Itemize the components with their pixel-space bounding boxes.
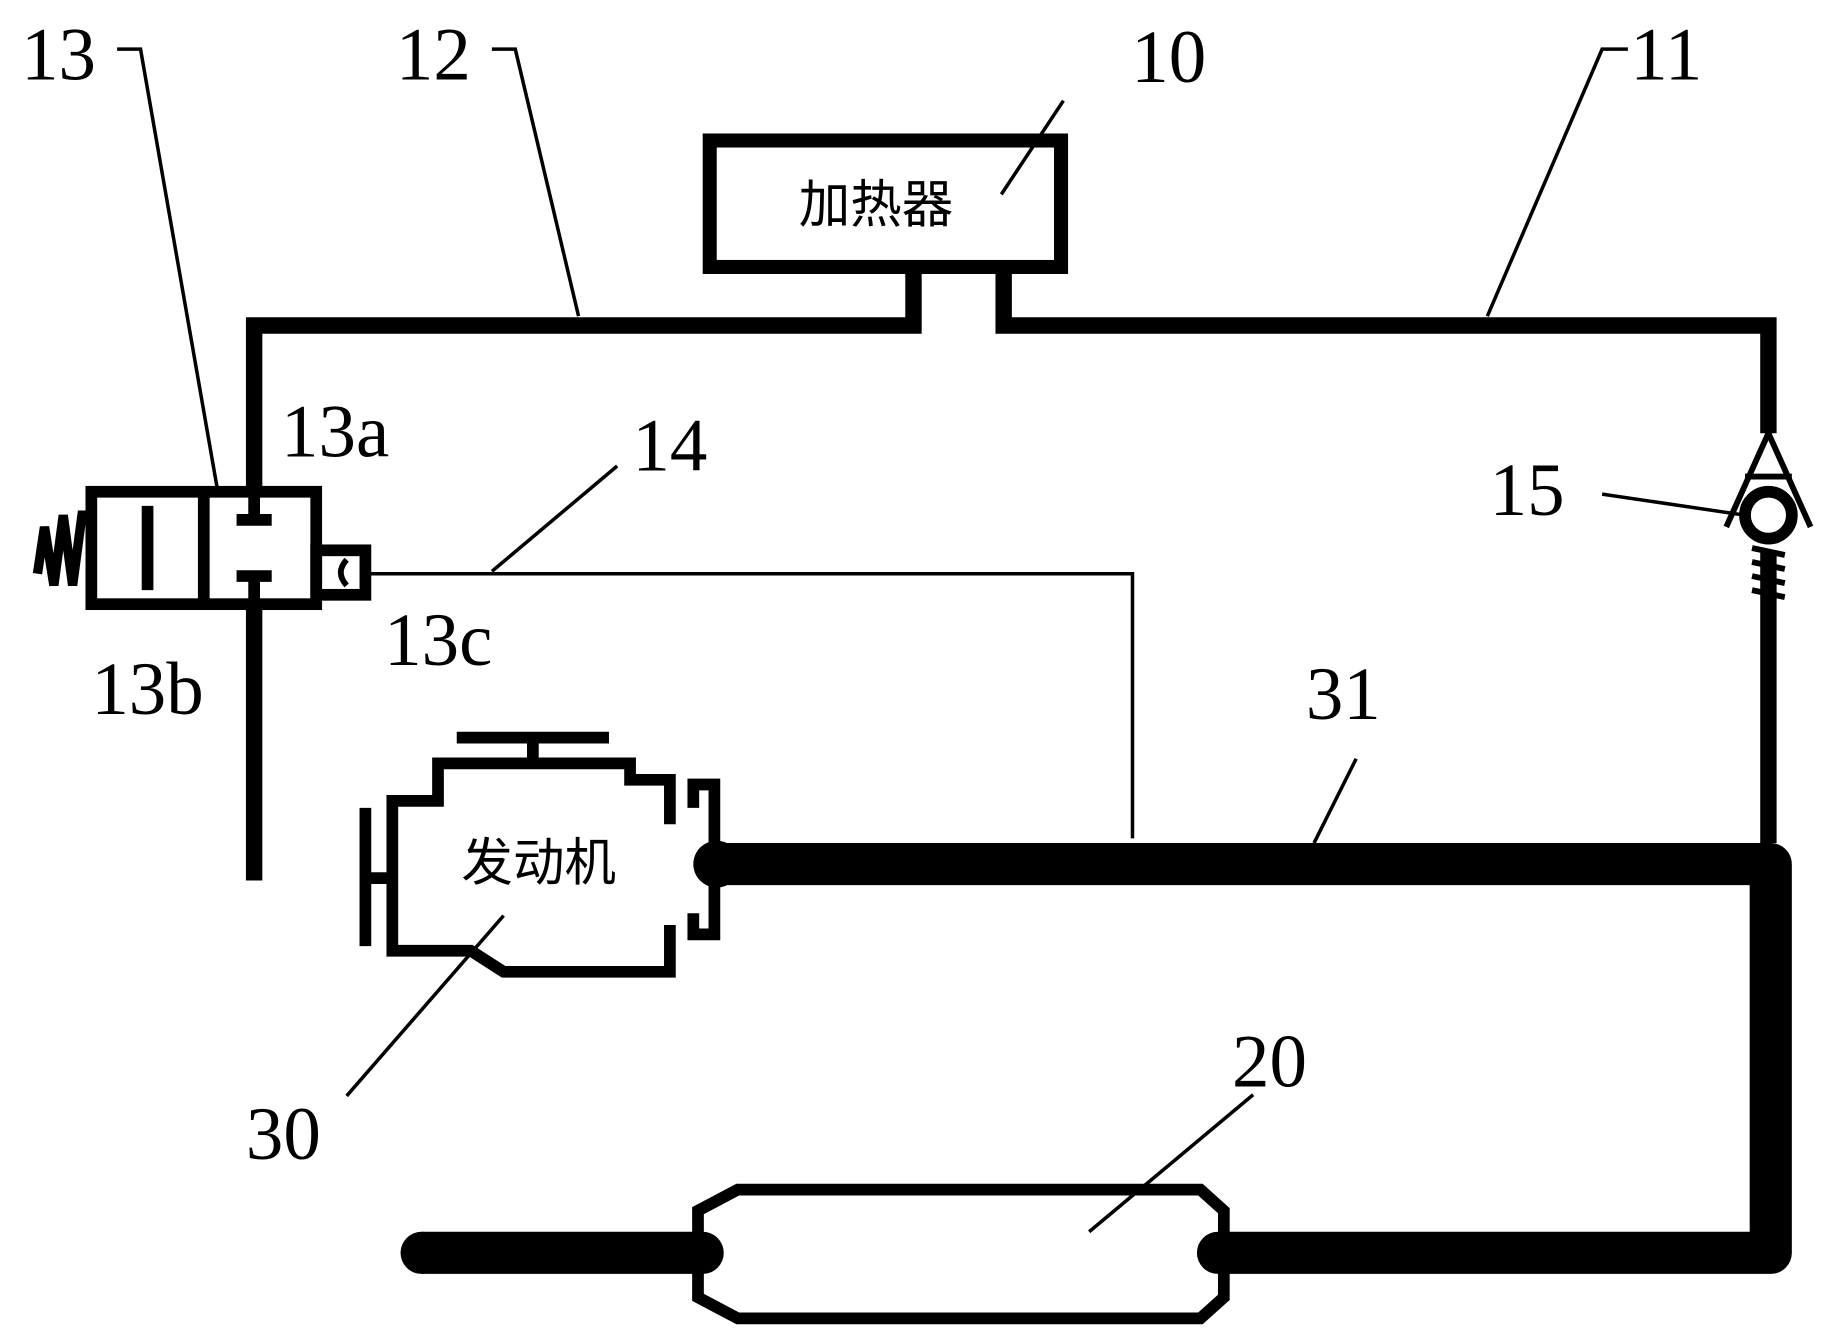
- label-20: 20: [1232, 1021, 1307, 1104]
- heater-inlet-line-12: [245, 266, 922, 492]
- heater-label: 加热器: [799, 175, 954, 235]
- check-valve-ball: [1739, 485, 1798, 545]
- valve-spring: [32, 510, 92, 587]
- exhaust-pipe-31: [716, 843, 1792, 1274]
- label-15: 15: [1490, 449, 1565, 532]
- leader-30: [345, 914, 505, 1098]
- check-valve-15: [1723, 432, 1814, 844]
- aftertreatment-body: [692, 1183, 1230, 1325]
- engine-30: 发动机: [359, 731, 721, 978]
- heater-outlet-line-11: [995, 266, 1777, 434]
- label-12: 12: [396, 14, 471, 97]
- aftertreatment-inlet-cap: [681, 1231, 724, 1274]
- label-30: 30: [246, 1093, 321, 1176]
- leader-11: [1485, 47, 1628, 317]
- engine-label: 发动机: [461, 834, 616, 894]
- exhaust-pipe-start-cap: [693, 840, 741, 888]
- label-13b: 13b: [91, 648, 203, 731]
- label-13a: 13a: [281, 391, 389, 474]
- leader-20: [1088, 1093, 1255, 1234]
- leader-12: [491, 47, 581, 317]
- aftertreatment-20: [400, 1183, 1240, 1325]
- engine-outline: [386, 757, 676, 978]
- aftertreatment-outlet-cap: [1196, 1231, 1240, 1274]
- leader-31: [1312, 757, 1358, 844]
- label-14: 14: [632, 405, 707, 488]
- label-13: 13: [21, 14, 96, 97]
- label-11: 11: [1630, 14, 1702, 97]
- pilot-line-14: [365, 571, 1135, 839]
- heater: 加热器: [702, 133, 1069, 274]
- check-valve-seat: [1723, 432, 1814, 529]
- leader-15: [1601, 492, 1746, 517]
- leader-13: [117, 47, 220, 493]
- label-31: 31: [1306, 653, 1381, 736]
- leader-14: [490, 464, 619, 573]
- label-13c: 13c: [384, 599, 492, 682]
- tailpipe-end-cap: [400, 1231, 443, 1274]
- valve-pilot-notch: [337, 557, 349, 588]
- heater-box: [702, 133, 1069, 274]
- label-10: 10: [1131, 16, 1206, 99]
- control-valve-13: [32, 485, 372, 611]
- leader-10: [999, 99, 1065, 196]
